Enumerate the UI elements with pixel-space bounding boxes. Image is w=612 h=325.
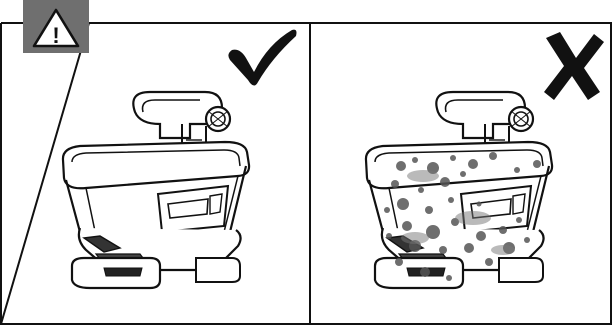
warning-exclamation: ! [52,23,59,48]
checkmark-icon [228,30,296,86]
panel-correct [63,30,297,288]
spreader-clean [63,92,249,288]
cross-icon [544,32,604,100]
spreader-dirty [366,92,552,288]
panel-incorrect [366,32,604,288]
